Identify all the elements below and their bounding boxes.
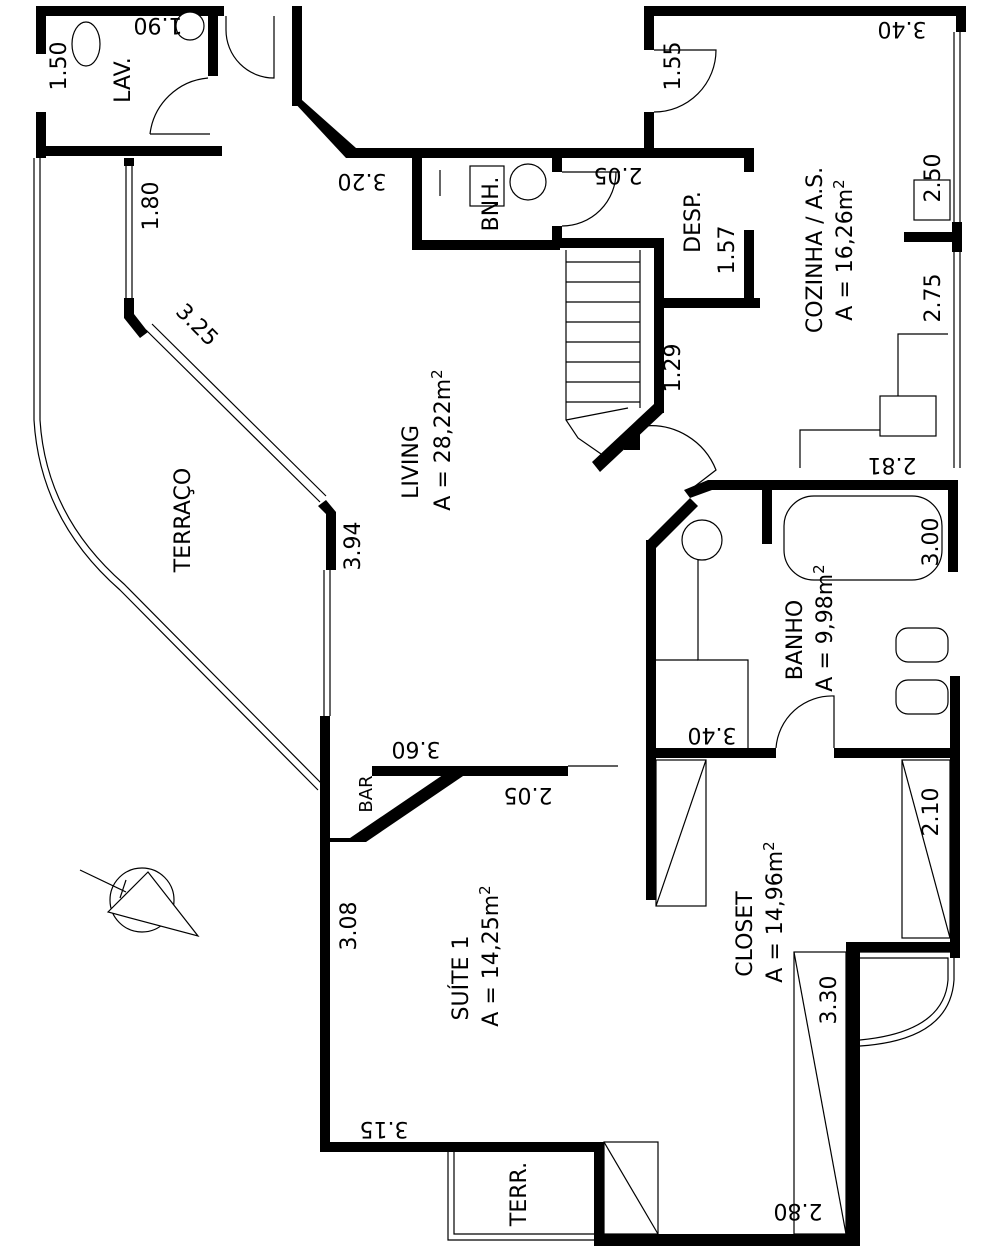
dim-banho-300: 3.00 [919, 518, 944, 567]
room-closet-area-text: A = 14,96m [763, 851, 788, 983]
dim-diagonal: 3.25 [170, 299, 222, 351]
dim-bnh-width: 2.05 [594, 162, 643, 187]
dim-bar-360: 3.60 [392, 736, 441, 761]
dim-desp: 1.57 [715, 226, 740, 275]
room-lav-label: LAV. [111, 57, 136, 103]
dim-kitchen-275: 2.75 [921, 274, 946, 323]
dim-kitchen-250: 2.50 [921, 154, 946, 203]
room-terr-label: TERR. [507, 1162, 532, 1227]
sq-superscript: 2 [830, 179, 848, 189]
room-closet-area: A = 14,96m2 [760, 841, 788, 982]
room-banho-area-text: A = 9,98m [813, 574, 838, 692]
dim-terrace-wall: 1.80 [139, 182, 164, 231]
room-living-area-text: A = 28,22m [431, 379, 456, 511]
north-arrow-icon [79, 867, 200, 938]
dim-lav-h: 1.50 [47, 42, 72, 91]
svg-text:A = 9,98m2: A = 9,98m2 [810, 564, 838, 691]
dim-bar-205: 2.05 [504, 782, 553, 807]
dim-banho-340: 3.40 [688, 722, 737, 747]
room-bar-label: BAR [356, 775, 377, 812]
dim-closet-280: 2.80 [774, 1198, 823, 1223]
sq-superscript: 2 [760, 841, 778, 851]
dim-kitchen-door: 1.55 [661, 42, 686, 91]
sq-superscript: 2 [428, 369, 446, 379]
room-suite-name: SUÍTE 1 [448, 936, 474, 1021]
room-suite-area: A = 14,25m2 [476, 885, 504, 1026]
room-banho-name: BANHO [783, 600, 808, 680]
room-desp-label: DESP. [681, 191, 706, 253]
room-bnh-label: BNH. [479, 177, 504, 232]
thin-lines [33, 11, 961, 1241]
svg-text:A = 16,26m2: A = 16,26m2 [830, 179, 858, 320]
dim-stair: 1.29 [661, 344, 686, 393]
dim-closet-210: 2.10 [919, 788, 944, 837]
dim-suite-315: 3.15 [360, 1116, 409, 1141]
dim-lav-w: 1.90 [134, 12, 183, 37]
dim-kitchen-top: 3.40 [878, 16, 927, 41]
dim-living-wall: 3.94 [341, 522, 366, 571]
room-cozinha-area-text: A = 16,26m [833, 189, 858, 321]
dim-suite-308: 3.08 [337, 902, 362, 951]
svg-text:A = 28,22m2: A = 28,22m2 [428, 369, 456, 510]
svg-text:A = 14,96m2: A = 14,96m2 [760, 841, 788, 982]
room-suite-area-text: A = 14,25m [479, 895, 504, 1027]
dim-closet-330: 3.30 [817, 976, 842, 1025]
room-banho-area: A = 9,98m2 [810, 564, 838, 691]
room-living-area: A = 28,22m2 [428, 369, 456, 510]
room-cozinha-name: COZINHA / A.S. [803, 167, 828, 333]
room-labels: LAV. BNH. DESP. COZINHA / A.S. A = 16,26… [111, 57, 858, 1227]
sq-superscript: 2 [476, 885, 494, 895]
svg-text:A = 14,25m2: A = 14,25m2 [476, 885, 504, 1026]
room-cozinha-area: A = 16,26m2 [830, 179, 858, 320]
room-terraco-label: TERRAÇO [171, 468, 196, 573]
room-living-name: LIVING [399, 425, 424, 499]
dim-hall: 3.20 [338, 168, 387, 193]
dimension-labels: 1.50 1.90 1.55 3.40 3.20 2.05 1.80 2.50 … [47, 12, 946, 1223]
sq-superscript: 2 [810, 564, 828, 574]
room-closet-name: CLOSET [733, 891, 758, 977]
dim-kitchen-281: 2.81 [868, 452, 917, 477]
